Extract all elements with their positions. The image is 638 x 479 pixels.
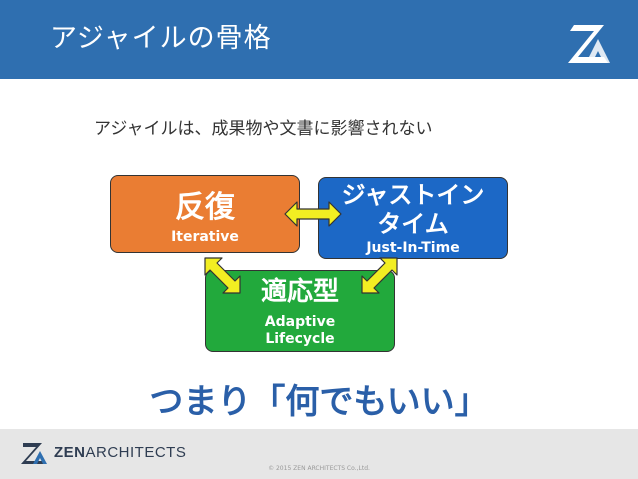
adaptive-sublabel-line1: Adaptive [264,314,336,330]
zen-architects-small-logo-icon [21,443,47,464]
slide-title: アジャイルの骨格 [50,23,272,54]
copyright-text: © 2015 ZEN ARCHITECTS Co.,Ltd. [268,465,370,472]
just-in-time-label-line1: ジャストイン [341,181,485,209]
just-in-time-sublabel: Just-In-Time [366,240,460,256]
adaptive-label: 適応型 [260,277,339,307]
footer-brand-bold: ZEN [54,444,86,461]
iterative-sublabel: Iterative [171,229,239,245]
just-in-time-box: ジャストイン タイム Just-In-Time [318,177,508,259]
just-in-time-label-line2: タイム [377,210,449,238]
conclusion-text: つまり「何でもいい」 [149,382,489,422]
footer-brand-rest: ARCHITECTS [85,444,187,461]
iterative-box: 反復 Iterative [110,175,300,253]
slide-header: アジャイルの骨格 [0,0,638,79]
footer-brand-name: ZENARCHITECTS [54,444,186,462]
zen-architects-logo-icon [568,25,610,63]
adaptive-sublabel-line2: Lifecycle [265,331,335,347]
adaptive-box: 適応型 Adaptive Lifecycle [205,270,395,352]
slide-subtitle: アジャイルは、成果物や文書に影響されない [94,119,433,139]
iterative-label: 反復 [175,190,235,225]
slide-footer: ZENARCHITECTS © 2015 ZEN ARCHITECTS Co.,… [0,429,638,479]
